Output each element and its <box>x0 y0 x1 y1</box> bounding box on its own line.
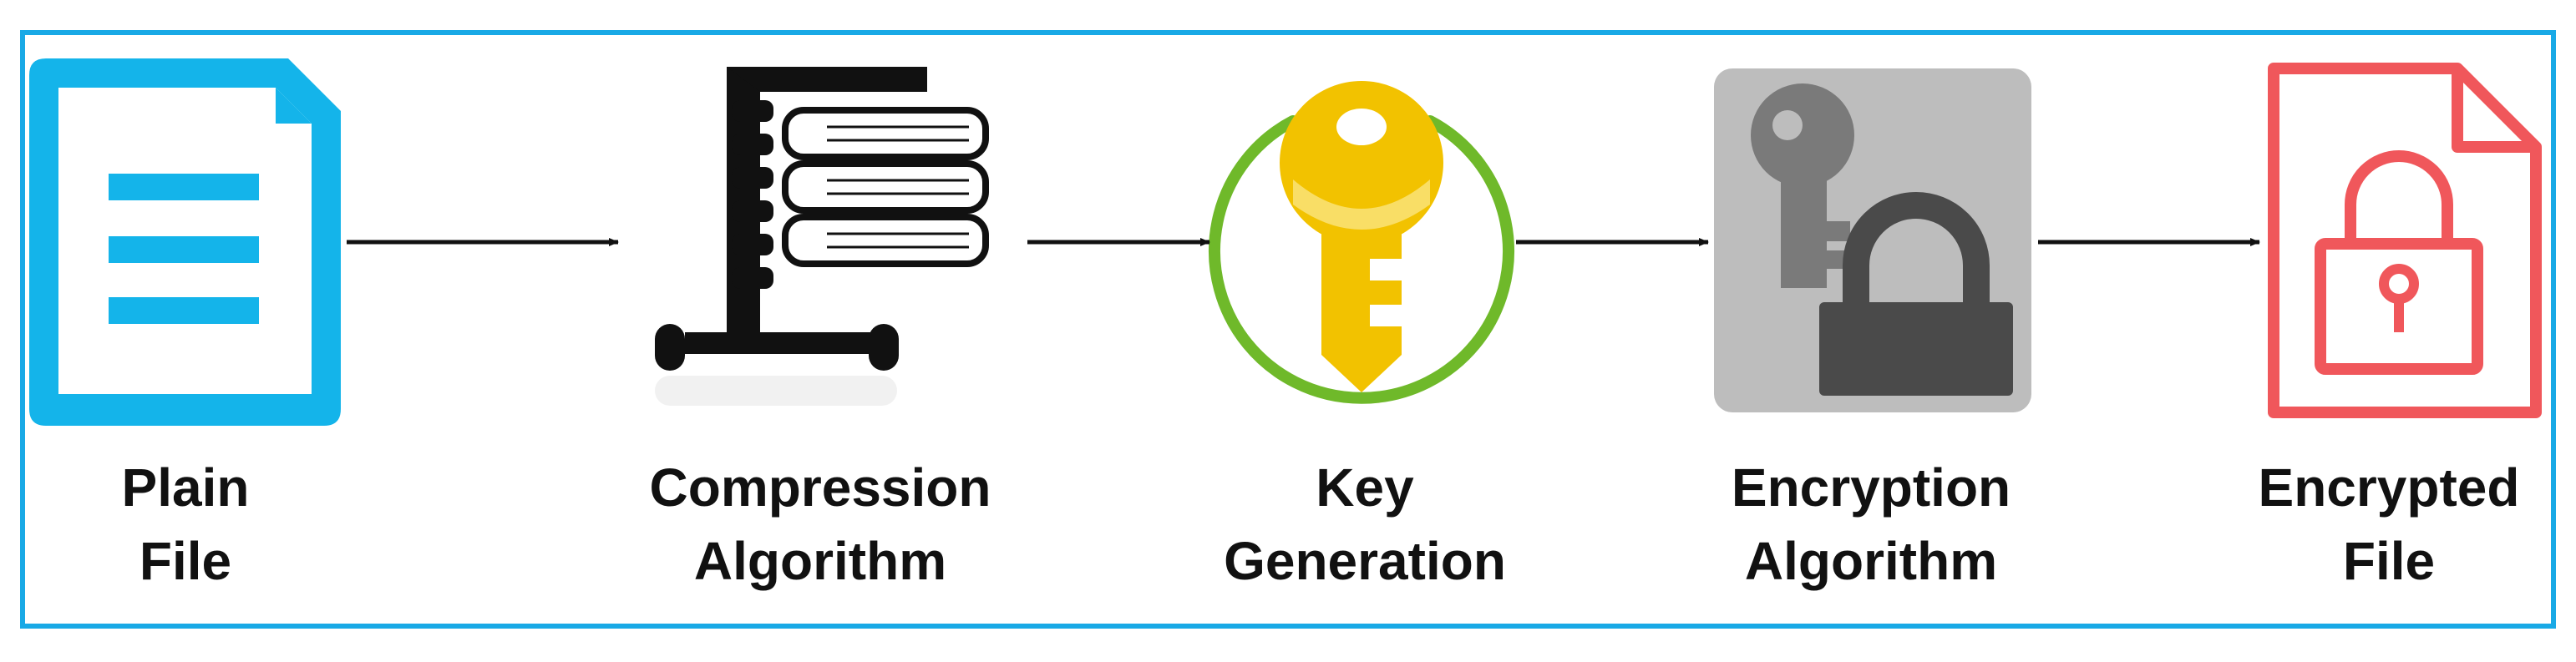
step-label-encryption: Encryption Algorithm <box>1654 451 2088 598</box>
step-label-key-generation: Key Generation <box>1148 451 1582 598</box>
step-label-line1: Encryption <box>1731 457 2011 518</box>
step-label-line2: File <box>2342 531 2436 591</box>
step-label-encrypted-file: Encrypted File <box>2172 451 2576 598</box>
key-icon <box>1209 81 1514 404</box>
key-lock-icon <box>1714 68 2031 412</box>
step-label-plain-file: Plain File <box>0 451 403 598</box>
step-label-line1: Plain <box>121 457 250 518</box>
step-label-line2: Generation <box>1224 531 1506 591</box>
step-label-line1: Encrypted <box>2258 457 2520 518</box>
step-label-line2: Algorithm <box>693 531 947 591</box>
step-label-line2: Algorithm <box>1744 531 1998 591</box>
step-label-line2: File <box>139 531 232 591</box>
document-icon <box>29 58 341 426</box>
step-label-line1: Key <box>1316 457 1414 518</box>
locked-file-icon <box>2268 63 2542 418</box>
step-label-compression: Compression Algorithm <box>603 451 1037 598</box>
step-label-line1: Compression <box>649 457 991 518</box>
clamp-books-icon <box>655 67 989 406</box>
